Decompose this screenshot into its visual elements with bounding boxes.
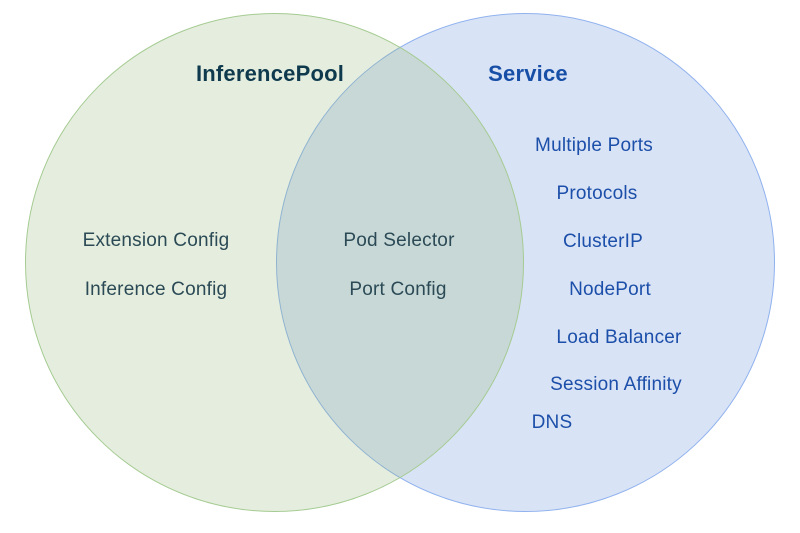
inferencepool-item: Extension Config: [82, 230, 230, 251]
service-item: ClusterIP: [563, 231, 643, 252]
service-title: Service: [488, 61, 568, 86]
inferencepool-title: InferencePool: [195, 61, 345, 86]
service-item: Session Affinity: [550, 374, 682, 395]
service-item: Load Balancer: [556, 327, 682, 348]
shared-item: Port Config: [349, 279, 447, 300]
service-item: Protocols: [556, 183, 638, 204]
service-item: NodePort: [569, 279, 651, 300]
service-item: DNS: [531, 412, 573, 433]
service-item: Multiple Ports: [535, 135, 653, 156]
inferencepool-circle: [25, 13, 524, 512]
shared-item: Pod Selector: [343, 230, 455, 251]
inferencepool-item: Inference Config: [84, 279, 228, 300]
